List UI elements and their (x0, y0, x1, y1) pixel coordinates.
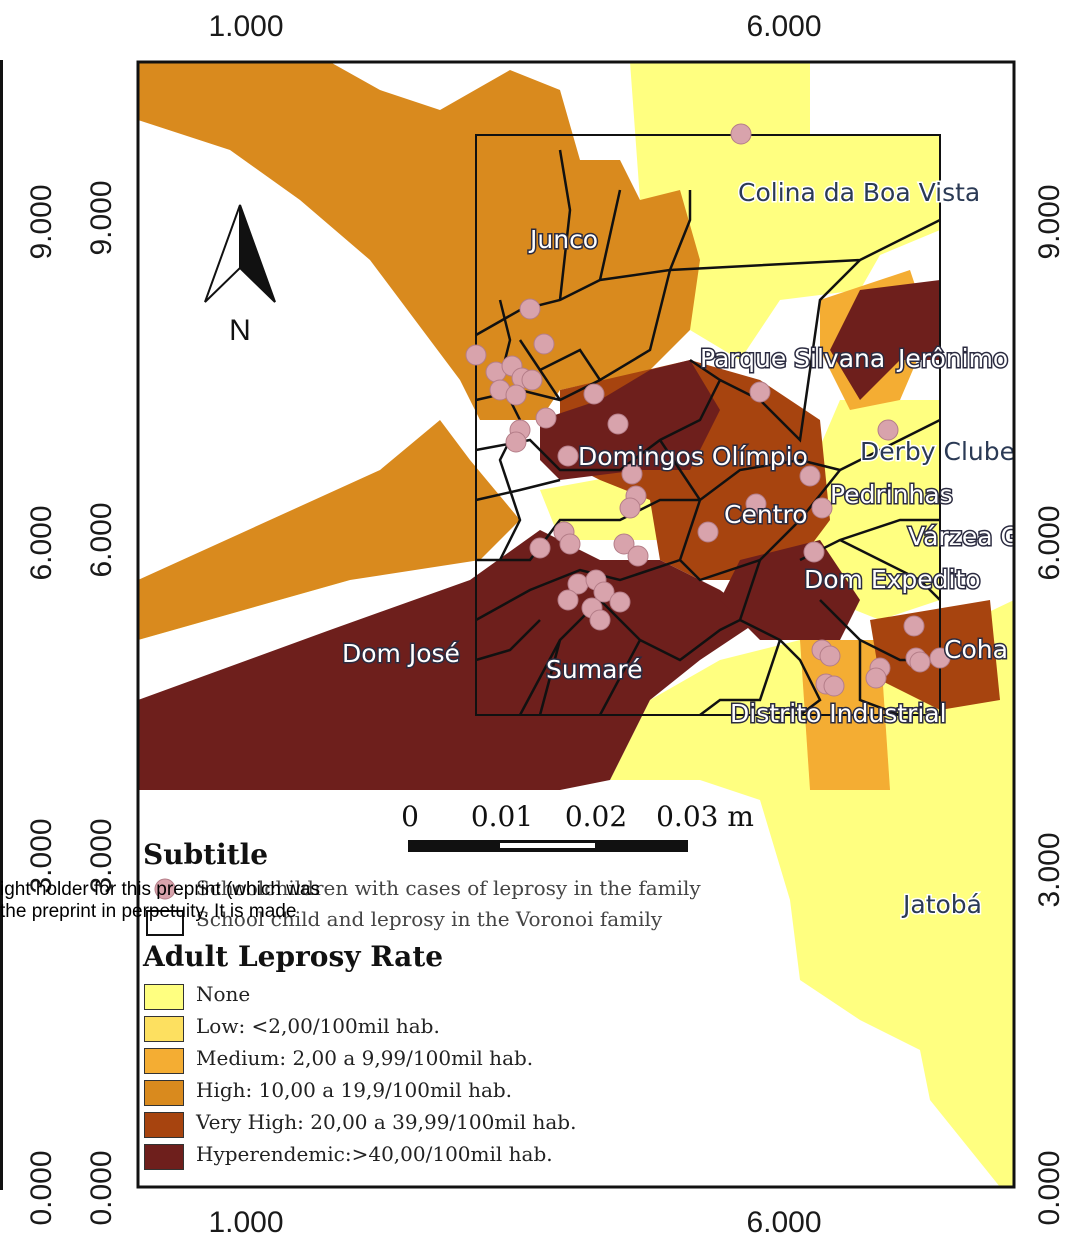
study-area-rect (475, 134, 941, 716)
schoolchild-point (519, 298, 541, 320)
legend-swatch-0 (144, 984, 184, 1010)
schoolchild-point (593, 581, 615, 603)
scale-label-3: 0.03 m (656, 800, 754, 833)
schoolchild-point (799, 465, 821, 487)
map-frame (136, 60, 1016, 1189)
schoolchild-point (803, 541, 825, 563)
schoolchild-point (929, 647, 951, 669)
legend-voronoi: School child and leprosy in the Voronoi … (196, 907, 663, 931)
schoolchild-point (909, 651, 931, 673)
overlay-text-2: the preprint in perpetuity. It is made (0, 901, 297, 922)
legend-voronoi-icon (146, 910, 184, 936)
schoolchild-point (521, 369, 543, 391)
legend-schoolchildren: Schoolchildren with cases of leprosy in … (196, 876, 701, 900)
legend-class-label-5: Hyperendemic:>40,00/100mil hab. (196, 1142, 553, 1166)
schoolchild-point (557, 589, 579, 611)
legend-class-label-2: Medium: 2,00 a 9,99/100mil hab. (196, 1046, 534, 1070)
schoolchild-point (621, 463, 643, 485)
place-colina: Colina da Boa Vista (738, 178, 980, 207)
legend-class-label-4: Very High: 20,00 a 39,99/100mil hab. (196, 1110, 577, 1134)
legend-class-label-3: High: 10,00 a 19,9/100mil hab. (196, 1078, 513, 1102)
schoolchild-point (533, 333, 555, 355)
schoolchild-point (811, 497, 833, 519)
region-none-south (610, 600, 1014, 1187)
scale-label-1: 0.01 (470, 800, 534, 833)
north-arrow-label: N (229, 314, 251, 347)
schoolchild-point (823, 675, 845, 697)
place-coha: Coha (944, 635, 1008, 664)
region-hyper-east (830, 280, 940, 400)
scale-bar-segment (500, 843, 595, 848)
region-none-north (630, 62, 940, 360)
schoolchild-point (697, 521, 719, 543)
schoolchild-point (877, 419, 899, 441)
north-arrow-right-icon (239, 204, 276, 303)
place-dom-jose: Dom José (342, 639, 460, 668)
schoolchild-point (619, 497, 641, 519)
legend-swatch-3 (144, 1080, 184, 1106)
top-tick-1: 1.000 (208, 10, 284, 43)
legend-subtitle: Subtitle (143, 838, 269, 871)
scale-bar (408, 840, 688, 852)
legend-class-label-0: None (196, 982, 251, 1006)
legend-swatch-4 (144, 1112, 184, 1138)
place-dom-expedito: Dom Expedito (804, 565, 981, 594)
schoolchild-point (730, 123, 752, 145)
place-domingos: Domingos Olímpio (578, 442, 808, 471)
region-hyper-center (540, 360, 720, 480)
schoolchild-point (903, 615, 925, 637)
schoolchild-point (613, 533, 635, 555)
place-distrito: Distrito Industrial (730, 699, 947, 728)
place-derby: Derby Clube (860, 437, 1015, 466)
schoolchildren-points (465, 123, 951, 697)
bottom-tick-1: 1.000 (208, 1206, 284, 1239)
place-sumare: Sumaré (546, 655, 643, 684)
place-jatoba: Jatobá (901, 890, 982, 919)
schoolchild-point (865, 667, 887, 689)
north-arrow: N (204, 204, 276, 347)
legend-point-icon (154, 878, 176, 900)
schoolchild-point (589, 609, 611, 631)
schoolchild-point (627, 545, 649, 567)
overlay-text-1: ight holder for this preprint (which was (0, 879, 320, 900)
schoolchild-point (559, 533, 581, 555)
schoolchild-point (819, 645, 841, 667)
schoolchild-point (529, 537, 551, 559)
schoolchild-point (505, 384, 527, 406)
place-pedrinhas: Pedrinhas (830, 480, 953, 509)
place-junco: Junco (528, 225, 598, 254)
scale-label-0: 0 (401, 800, 419, 833)
legend-class-label-1: Low: <2,00/100mil hab. (196, 1014, 440, 1038)
legend-swatch-1 (144, 1016, 184, 1042)
schoolchild-point (557, 445, 579, 467)
place-varzea: Várzea G (908, 522, 1020, 551)
place-jeronimo: Jerônimo (896, 344, 1008, 373)
legend-swatch-2 (144, 1048, 184, 1074)
bottom-tick-2: 6.000 (746, 1206, 822, 1239)
schoolchild-point (583, 383, 605, 405)
region-high-west (138, 420, 520, 640)
legend-swatch-5 (144, 1144, 184, 1170)
place-centro: Centro (724, 500, 808, 529)
scale-label-2: 0.02 (564, 800, 628, 833)
schoolchild-point (745, 493, 767, 515)
schoolchild-point (609, 591, 631, 613)
region-hyper-se (720, 540, 860, 640)
schoolchild-point (465, 344, 487, 366)
schoolchild-point (607, 413, 629, 435)
top-tick-2: 6.000 (746, 10, 822, 43)
place-parque-silvana: Parque Silvana (700, 344, 885, 373)
legend-rate-title: Adult Leprosy Rate (143, 940, 444, 973)
outer-frame-line (0, 60, 3, 1190)
schoolchild-point (535, 407, 557, 429)
schoolchild-point (505, 431, 527, 453)
schoolchild-point (749, 381, 771, 403)
